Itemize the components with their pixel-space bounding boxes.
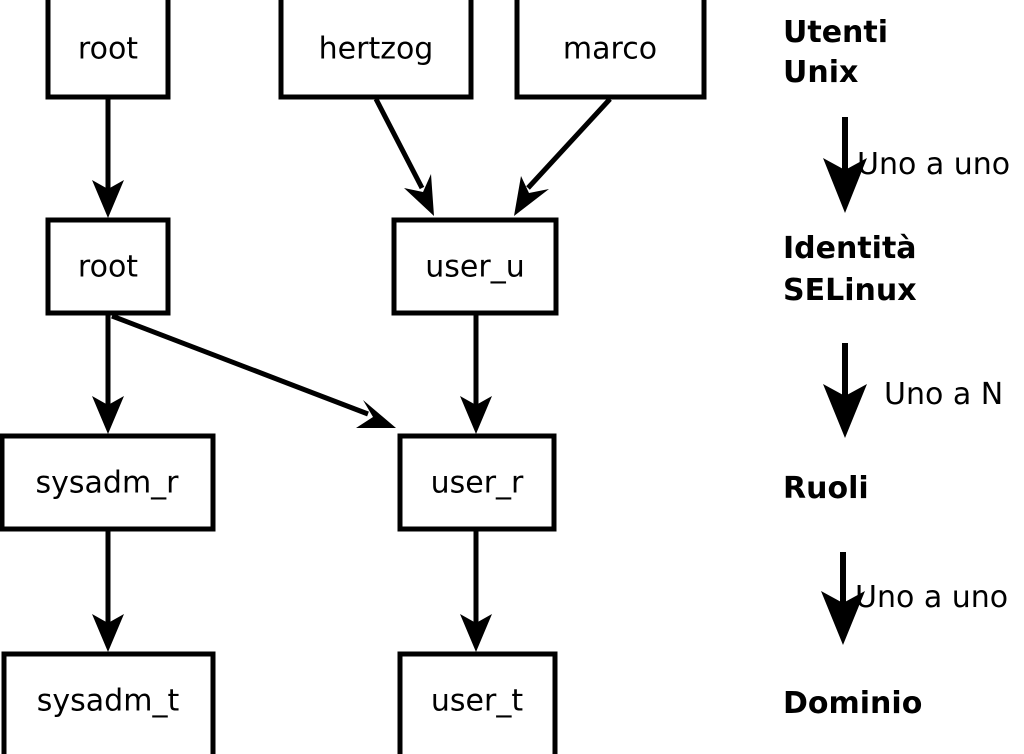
node-domain-user-t[interactable]: user_t <box>397 651 558 754</box>
node-unix-marco[interactable]: marco <box>514 0 707 100</box>
node-unix-root[interactable]: root <box>45 0 171 100</box>
legend-stage-domains: Dominio <box>783 686 922 721</box>
node-label: sysadm_r <box>36 466 180 501</box>
legend-stage-unix-users: Utenti Unix <box>783 15 888 90</box>
node-identity-user-u[interactable]: user_u <box>391 217 559 316</box>
node-label: root <box>78 250 138 285</box>
legend-arrow-unix-to-identity: Uno a uno <box>823 117 1010 213</box>
legend-arrow-identity-to-role: Uno a N <box>823 343 1003 438</box>
node-label: user_t <box>431 684 523 719</box>
legend-stage-line: Identità <box>783 231 917 266</box>
legend-stage-line: Utenti <box>783 15 888 50</box>
edge-identity-root-to-user-r <box>111 313 396 428</box>
node-identity-root[interactable]: root <box>45 217 171 316</box>
node-label: sysadm_t <box>37 684 180 719</box>
node-domain-sysadm-t[interactable]: sysadm_t <box>1 651 216 754</box>
edge-marco-to-user-u <box>514 97 612 216</box>
node-label: root <box>78 32 138 67</box>
legend-stage-line: Ruoli <box>783 471 869 506</box>
node-role-sysadm-r[interactable]: sysadm_r <box>0 433 216 532</box>
node-label: user_r <box>431 466 524 501</box>
node-label: user_u <box>425 250 524 285</box>
legend-relation-label: Uno a uno <box>855 580 1008 615</box>
legend-stage-selinux-identities: Identità SELinux <box>783 231 917 308</box>
edge-sysadm-r-to-sysadm-t <box>92 531 124 652</box>
node-label: hertzog <box>319 32 434 67</box>
edge-hertzog-to-user-u <box>373 97 434 216</box>
node-label: marco <box>563 32 657 67</box>
legend-stage-line: Dominio <box>783 686 922 721</box>
edge-user-r-to-user-t <box>460 531 492 652</box>
legend-stage-line: Unix <box>783 55 858 90</box>
legend-stage-roles: Ruoli <box>783 471 869 506</box>
edge-user-u-to-user-r <box>460 315 492 434</box>
legend-stage-line: SELinux <box>783 273 917 308</box>
edge-unix-root-to-identity-root <box>92 99 124 218</box>
node-unix-hertzog[interactable]: hertzog <box>278 0 474 100</box>
legend-relation-label: Uno a N <box>884 377 1003 412</box>
legend-arrow-role-to-domain: Uno a uno <box>821 552 1008 645</box>
edge-identity-root-to-sysadm-r <box>92 315 124 434</box>
node-role-user-r[interactable]: user_r <box>397 433 557 532</box>
legend-relation-label: Uno a uno <box>857 147 1010 182</box>
